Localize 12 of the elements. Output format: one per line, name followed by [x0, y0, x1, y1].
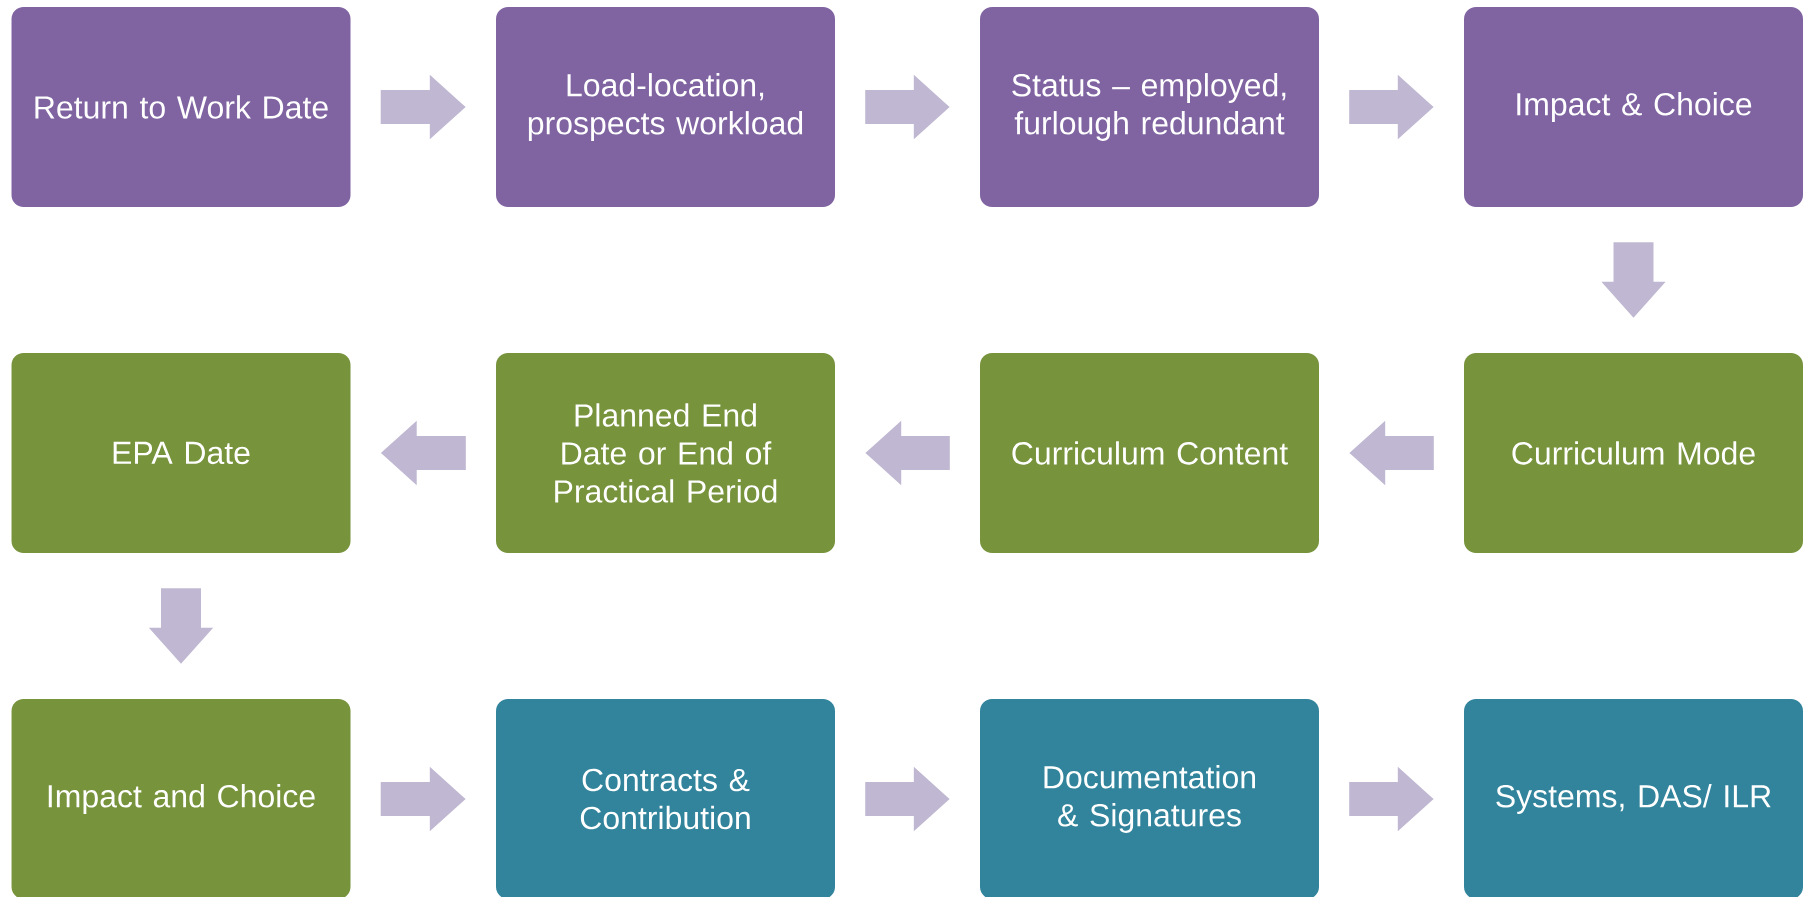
process-box: Contracts & Contribution	[496, 699, 835, 897]
process-box: Return to Work Date	[11, 7, 351, 207]
process-box: Documentation & Signatures	[980, 699, 1319, 897]
process-box: Impact & Choice	[1464, 7, 1803, 207]
process-box: EPA Date	[11, 353, 351, 553]
process-box: Status – employed, furlough redundant	[980, 7, 1319, 207]
process-box: Curriculum Content	[980, 353, 1319, 553]
process-box: Systems, DAS/ ILR	[1464, 699, 1803, 897]
process-box: Planned End Date or End of Practical Period	[496, 353, 835, 553]
process-box: Curriculum Mode	[1464, 353, 1803, 553]
process-box: Impact and Choice	[11, 699, 351, 897]
process-box: Load-location, prospects workload	[496, 7, 835, 207]
